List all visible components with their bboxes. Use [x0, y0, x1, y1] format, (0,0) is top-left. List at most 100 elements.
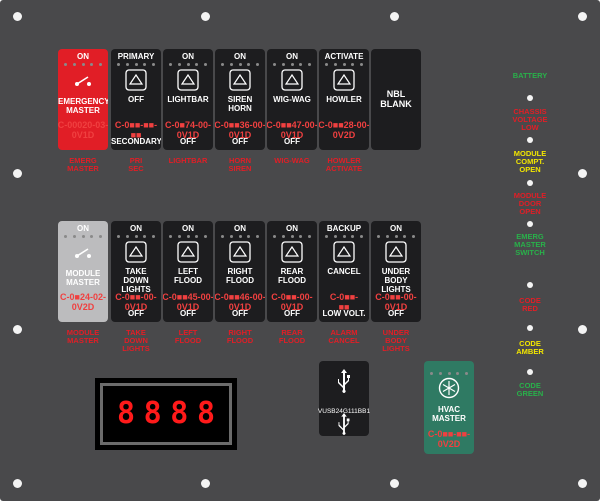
display-digit: 8 — [170, 396, 189, 431]
mounting-hole — [13, 12, 22, 21]
usb-model: VUSB24G111BB1 — [317, 408, 371, 415]
switch-part-code: C-0■■-00-0V1D — [375, 292, 417, 312]
display-digit: 8 — [196, 396, 215, 431]
mounting-hole — [578, 325, 587, 334]
switch-part-code: C-00020-03-0V1D — [58, 120, 108, 140]
switch-part-code: C-0■■36-00-0V1D — [215, 120, 265, 140]
switch-bottom-label: OFF — [180, 309, 196, 318]
switch-bottom-label: OFF — [388, 309, 404, 318]
wigwag-icon — [281, 69, 303, 91]
switch-part-code: C-0■■45-00-0V1D — [163, 292, 213, 312]
display-digit: 8 — [116, 396, 136, 431]
switch-top-label: ACTIVATE — [324, 52, 364, 61]
switch-bottom-label: OFF — [232, 137, 248, 146]
switch-bottom-label: LOW VOLT. — [322, 309, 366, 318]
display-frame — [100, 383, 232, 445]
switch-bottom-label: OFF — [180, 137, 196, 146]
rightflood-icon — [229, 241, 251, 263]
snowflake-sun-icon — [438, 377, 460, 399]
mounting-hole — [201, 12, 210, 21]
switch-bottom-label: OFF — [232, 309, 248, 318]
led-display: 8 8 8 8 — [95, 378, 237, 450]
toggle-icon — [75, 248, 91, 258]
mounting-hole — [13, 479, 22, 488]
switch-bottom-label: SECONDARY — [111, 137, 161, 146]
indicator-label: BATTERY — [512, 71, 548, 80]
switch-part-code: C-0■24-02-0V2D — [60, 292, 106, 312]
mounting-hole — [578, 12, 587, 21]
lightbar-icon — [177, 69, 199, 91]
underbody-icon — [385, 241, 407, 263]
switch-bottom-label: OFF — [284, 309, 300, 318]
indicator-led — [527, 180, 533, 186]
indicator-led — [527, 221, 533, 227]
switch-top-label: ON — [390, 224, 402, 233]
switch-label: WIG-WAG — [273, 95, 311, 104]
mounting-hole — [13, 325, 22, 334]
switch-part-code: C-0■■-■■ — [329, 292, 359, 312]
indicator-led — [527, 282, 533, 288]
indicator-led — [527, 95, 533, 101]
switch-top-label: ON — [182, 52, 194, 61]
switch-part-code: C-0■■28-00-0V2D — [319, 120, 369, 140]
switch-part-code: C-0■■-00-0V1D — [115, 292, 157, 312]
display-digit: 8 — [143, 396, 162, 431]
switch-top-label: PRIMARY — [117, 52, 155, 61]
switch-top-label: ON — [286, 224, 298, 233]
lightbar-caption: LIGHTBAR — [168, 156, 208, 165]
mounting-hole — [578, 169, 587, 178]
hvac-part-code: C-0■■-■■-0V2D — [427, 429, 471, 449]
pri-icon — [125, 69, 147, 91]
toggle-icon — [75, 76, 91, 86]
leftflood-icon — [177, 241, 199, 263]
indicator-led — [527, 369, 533, 375]
usb-charger[interactable]: VUSB24G111BB1 — [318, 361, 370, 436]
mounting-hole — [13, 169, 22, 178]
mounting-hole — [201, 479, 210, 488]
alarm-icon — [333, 241, 355, 263]
switch-top-label: ON — [130, 224, 142, 233]
switch-label: HOWLER — [326, 95, 362, 104]
switch-top-label: ON — [77, 52, 89, 61]
howler-switch[interactable]: ACTIVATE HOWLER C-0■■28-00-0V2D — [319, 49, 369, 150]
indicator-led — [527, 137, 533, 143]
mounting-hole — [390, 12, 399, 21]
switch-bottom-label: OFF — [128, 309, 144, 318]
